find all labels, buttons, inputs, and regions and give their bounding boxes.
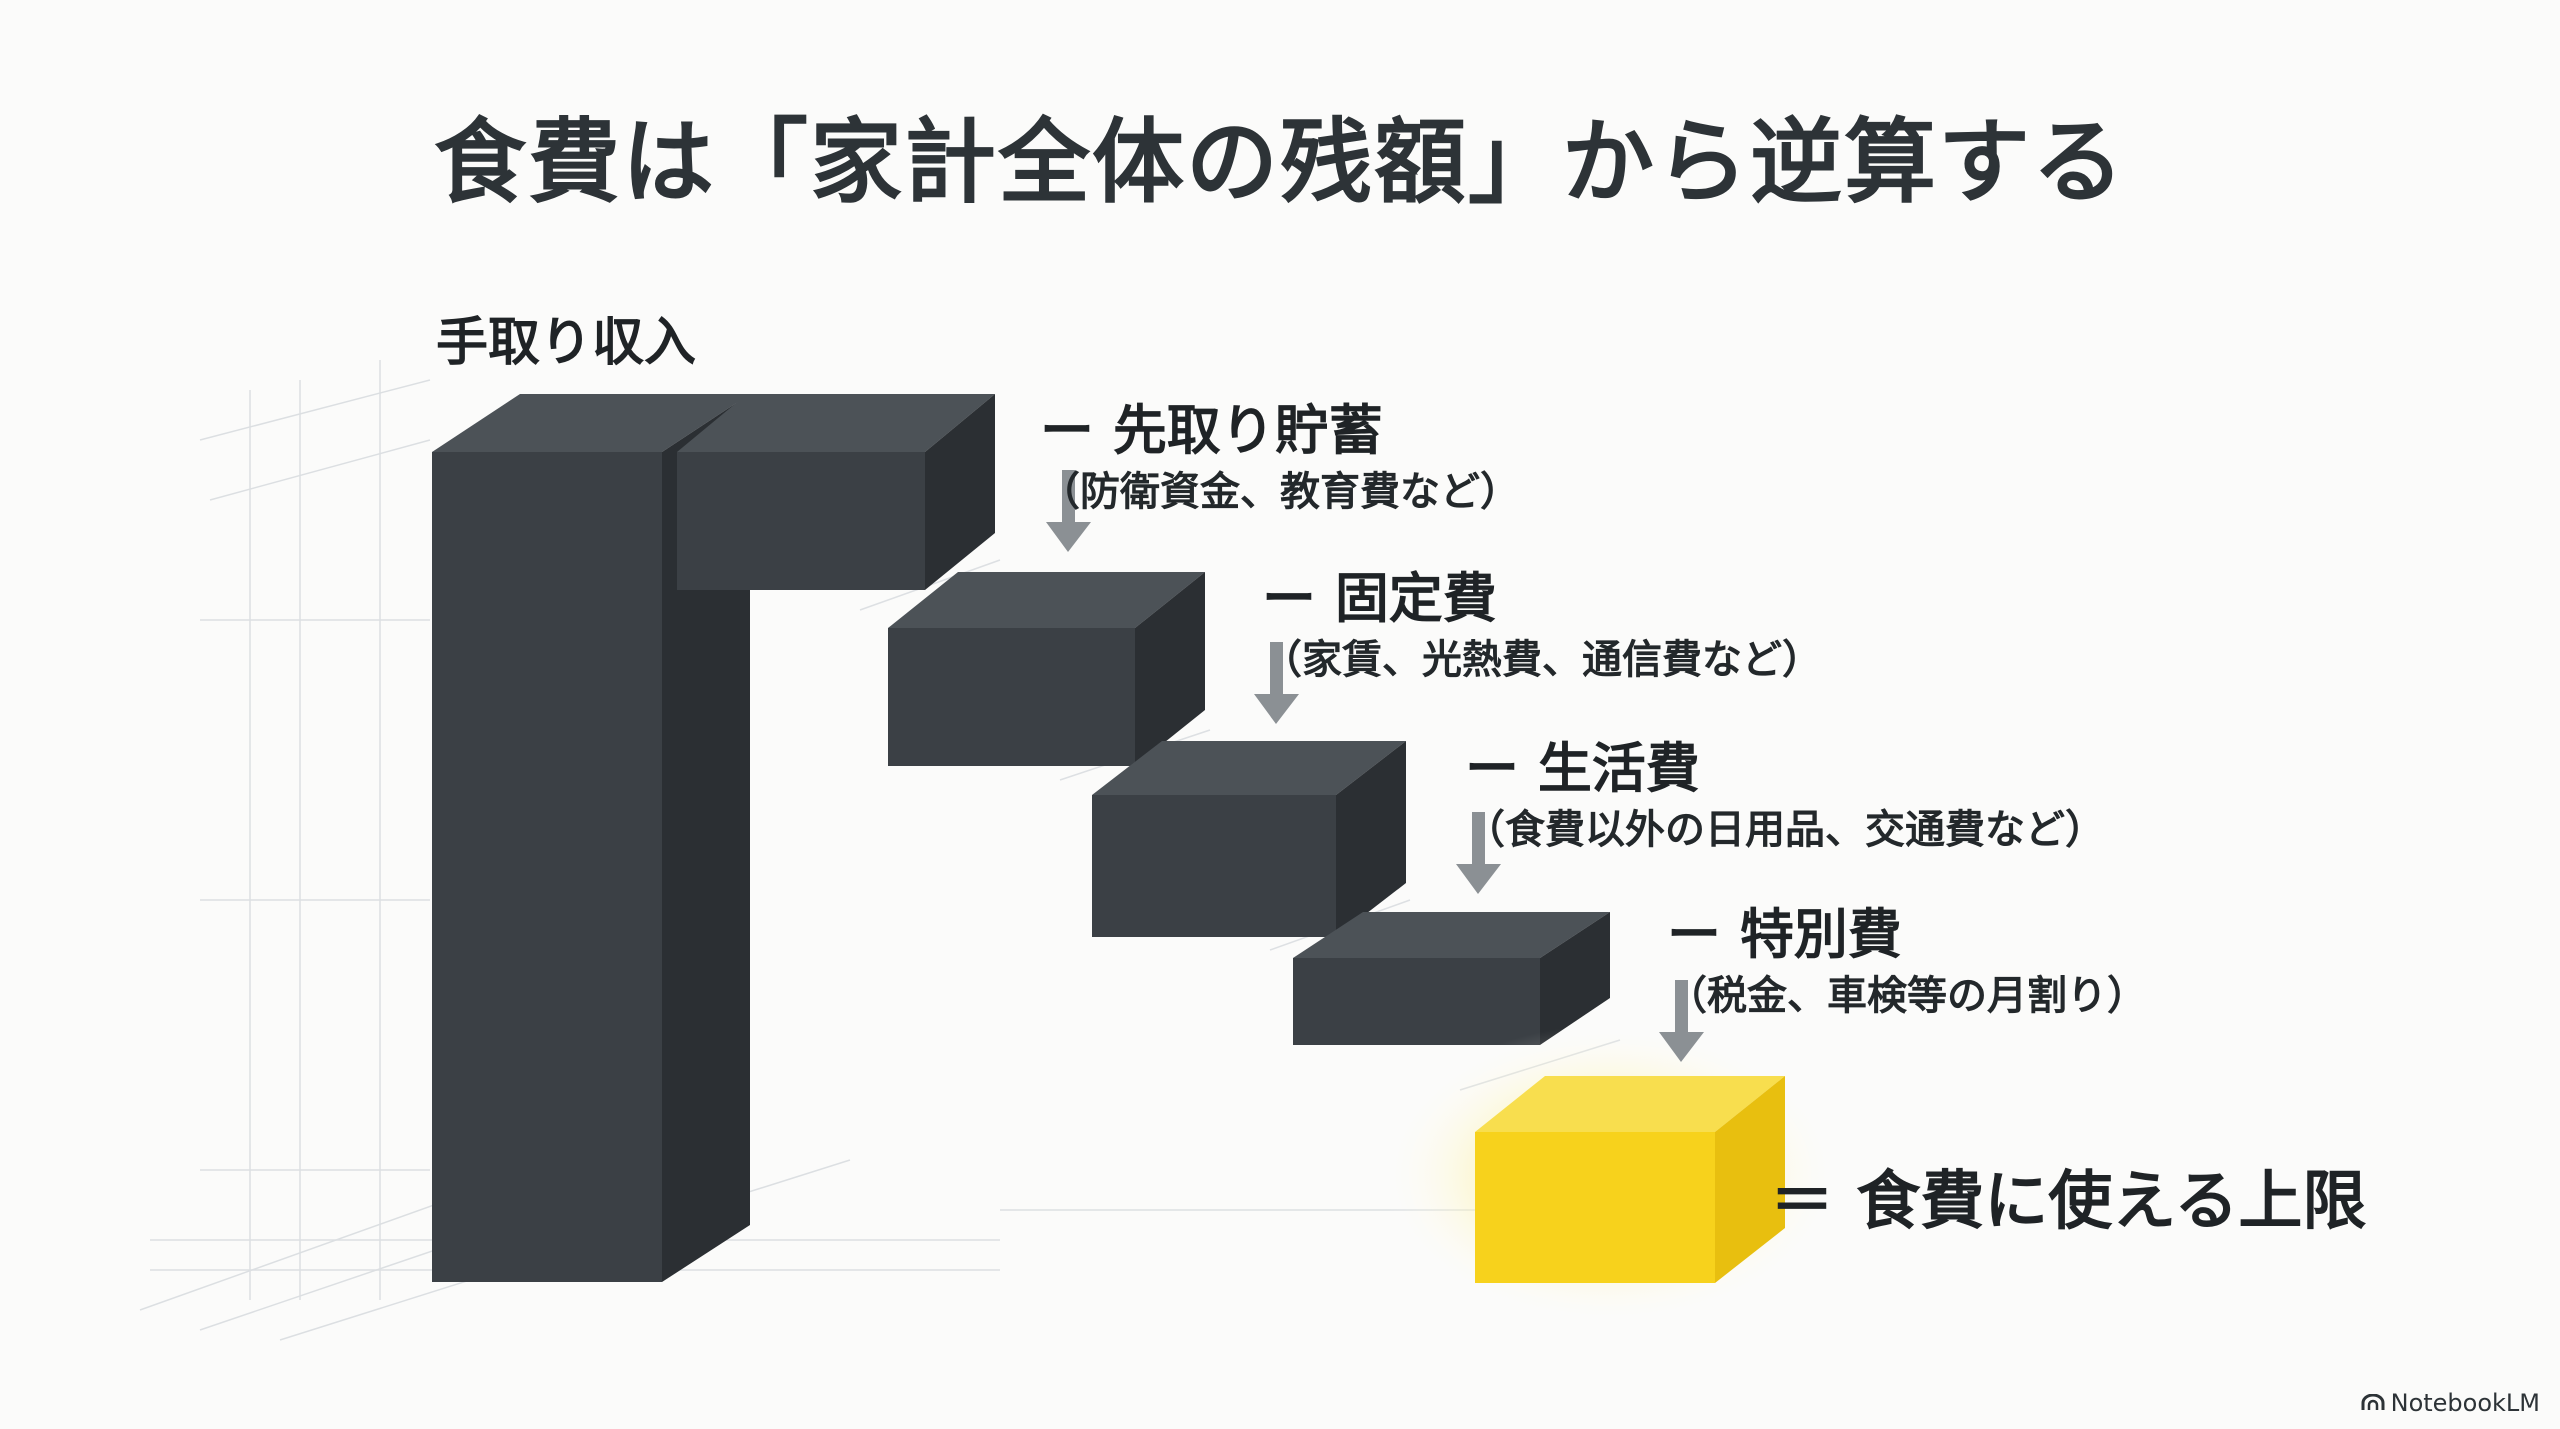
minus-sign: ー: [1667, 903, 1721, 966]
minus-sign: ー: [1465, 737, 1519, 800]
brand-name: NotebookLM: [2390, 1389, 2540, 1417]
block-food-budget: [1380, 1025, 1840, 1325]
deduction-detail: （食費以外の日用品、交通費など）: [1465, 807, 2105, 853]
income-label: 手取り収入: [436, 313, 697, 373]
deduction-detail: （防衛資金、教育費など）: [1040, 469, 1520, 515]
page-title: 食費は「家計全体の残額」から逆算する: [433, 109, 2126, 216]
deduction-savings: ー 先取り貯蓄 （防衛資金、教育費など）: [1040, 398, 1520, 520]
deduction-name: 固定費: [1334, 567, 1497, 630]
block-special-costs: [1293, 912, 1610, 1045]
block-savings: [677, 394, 995, 590]
arrow-down-icon: [1254, 642, 1299, 724]
block-living-costs: [1092, 741, 1406, 937]
notebooklm-logo-icon: [2361, 1394, 2385, 1410]
deduction-name: 特別費: [1739, 903, 1902, 966]
deduction-name: 先取り貯蓄: [1112, 399, 1383, 462]
minus-sign: ー: [1040, 399, 1094, 462]
deduction-detail: （家賃、光熱費、通信費など）: [1262, 637, 1822, 683]
arrow-down-icon: [1456, 812, 1501, 894]
income-column: [432, 394, 750, 1282]
background-grid: [139, 360, 1621, 1341]
arrow-down-icon: [1659, 980, 1704, 1062]
deduction-living-costs: ー 生活費 （食費以外の日用品、交通費など）: [1465, 736, 2105, 858]
block-fixed-costs: [888, 572, 1205, 766]
deduction-detail: （税金、車検等の月割り）: [1667, 973, 2147, 1019]
deduction-special-costs: ー 特別費 （税金、車検等の月割り）: [1667, 902, 2147, 1024]
result-label: ＝ 食費に使える上限: [1770, 1165, 2367, 1239]
brand-watermark: NotebookLM: [2361, 1389, 2540, 1417]
deduction-name: 生活費: [1537, 737, 1700, 800]
minus-sign: ー: [1262, 567, 1316, 630]
arrow-down-icon: [1046, 470, 1091, 552]
deduction-fixed-costs: ー 固定費 （家賃、光熱費、通信費など）: [1262, 566, 1822, 688]
